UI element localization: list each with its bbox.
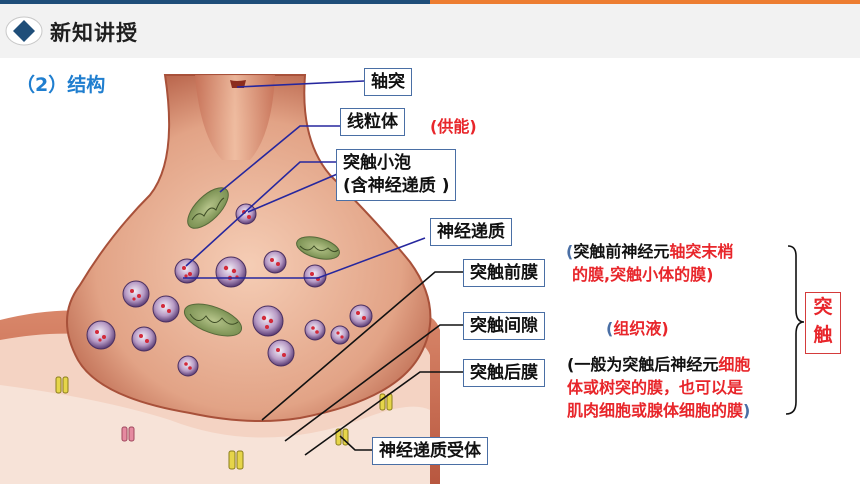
note-cleft-fluid: (组织液) [606, 319, 669, 338]
label-receptor: 神经递质受体 [372, 437, 488, 465]
note-postsynaptic-line2: 体或树突的膜，也可以是 [567, 378, 744, 397]
label-postsynaptic-membrane: 突触后膜 [463, 359, 545, 387]
leader-lines-black [261, 271, 463, 456]
synaptic-vesicles [86, 203, 373, 377]
label-synaptic-cleft: 突触间隙 [463, 312, 545, 340]
leader-lines-blue [183, 80, 426, 279]
mitochondrion-upper [187, 187, 229, 229]
note-presynaptic-line1: (突触前神经元轴突末梢 [566, 242, 734, 261]
receptor-proteins [55, 376, 393, 470]
synapse-char1: 突 [813, 296, 833, 318]
mitochondrion-lower [183, 303, 243, 337]
synapse-label: 突 触 [805, 292, 841, 354]
note-postsynaptic-line1: (一般为突触后神经元细胞 [567, 355, 751, 374]
synapse-brace [785, 245, 805, 415]
diamond-icon [4, 15, 44, 47]
label-neurotransmitter: 神经递质 [430, 218, 512, 246]
section-subtitle: （2）结构 [16, 74, 106, 96]
header-bar [0, 0, 860, 58]
page-title: 新知讲授 [50, 21, 138, 45]
header-accent-orange [430, 0, 860, 4]
note-postsynaptic-line3: 肌肉细胞或腺体细胞的膜) [567, 401, 751, 420]
mitochondrion-right [296, 236, 340, 260]
neurotransmitter-dots [95, 210, 366, 370]
label-vesicle-line1: 突触小泡 [343, 153, 411, 173]
label-mitochondria: 线粒体 [340, 108, 405, 136]
header-accent-blue [0, 0, 430, 4]
note-energy: (供能) [430, 117, 477, 136]
synapse-char2: 触 [813, 324, 833, 346]
note-presynaptic-line2: 的膜,突触小体的膜) [572, 265, 714, 284]
label-axon: 轴突 [364, 68, 412, 96]
label-vesicle-line2: (含神经递质 ) [343, 176, 450, 196]
label-presynaptic-membrane: 突触前膜 [463, 259, 545, 287]
label-vesicle: 突触小泡 (含神经递质 ) [336, 149, 457, 201]
